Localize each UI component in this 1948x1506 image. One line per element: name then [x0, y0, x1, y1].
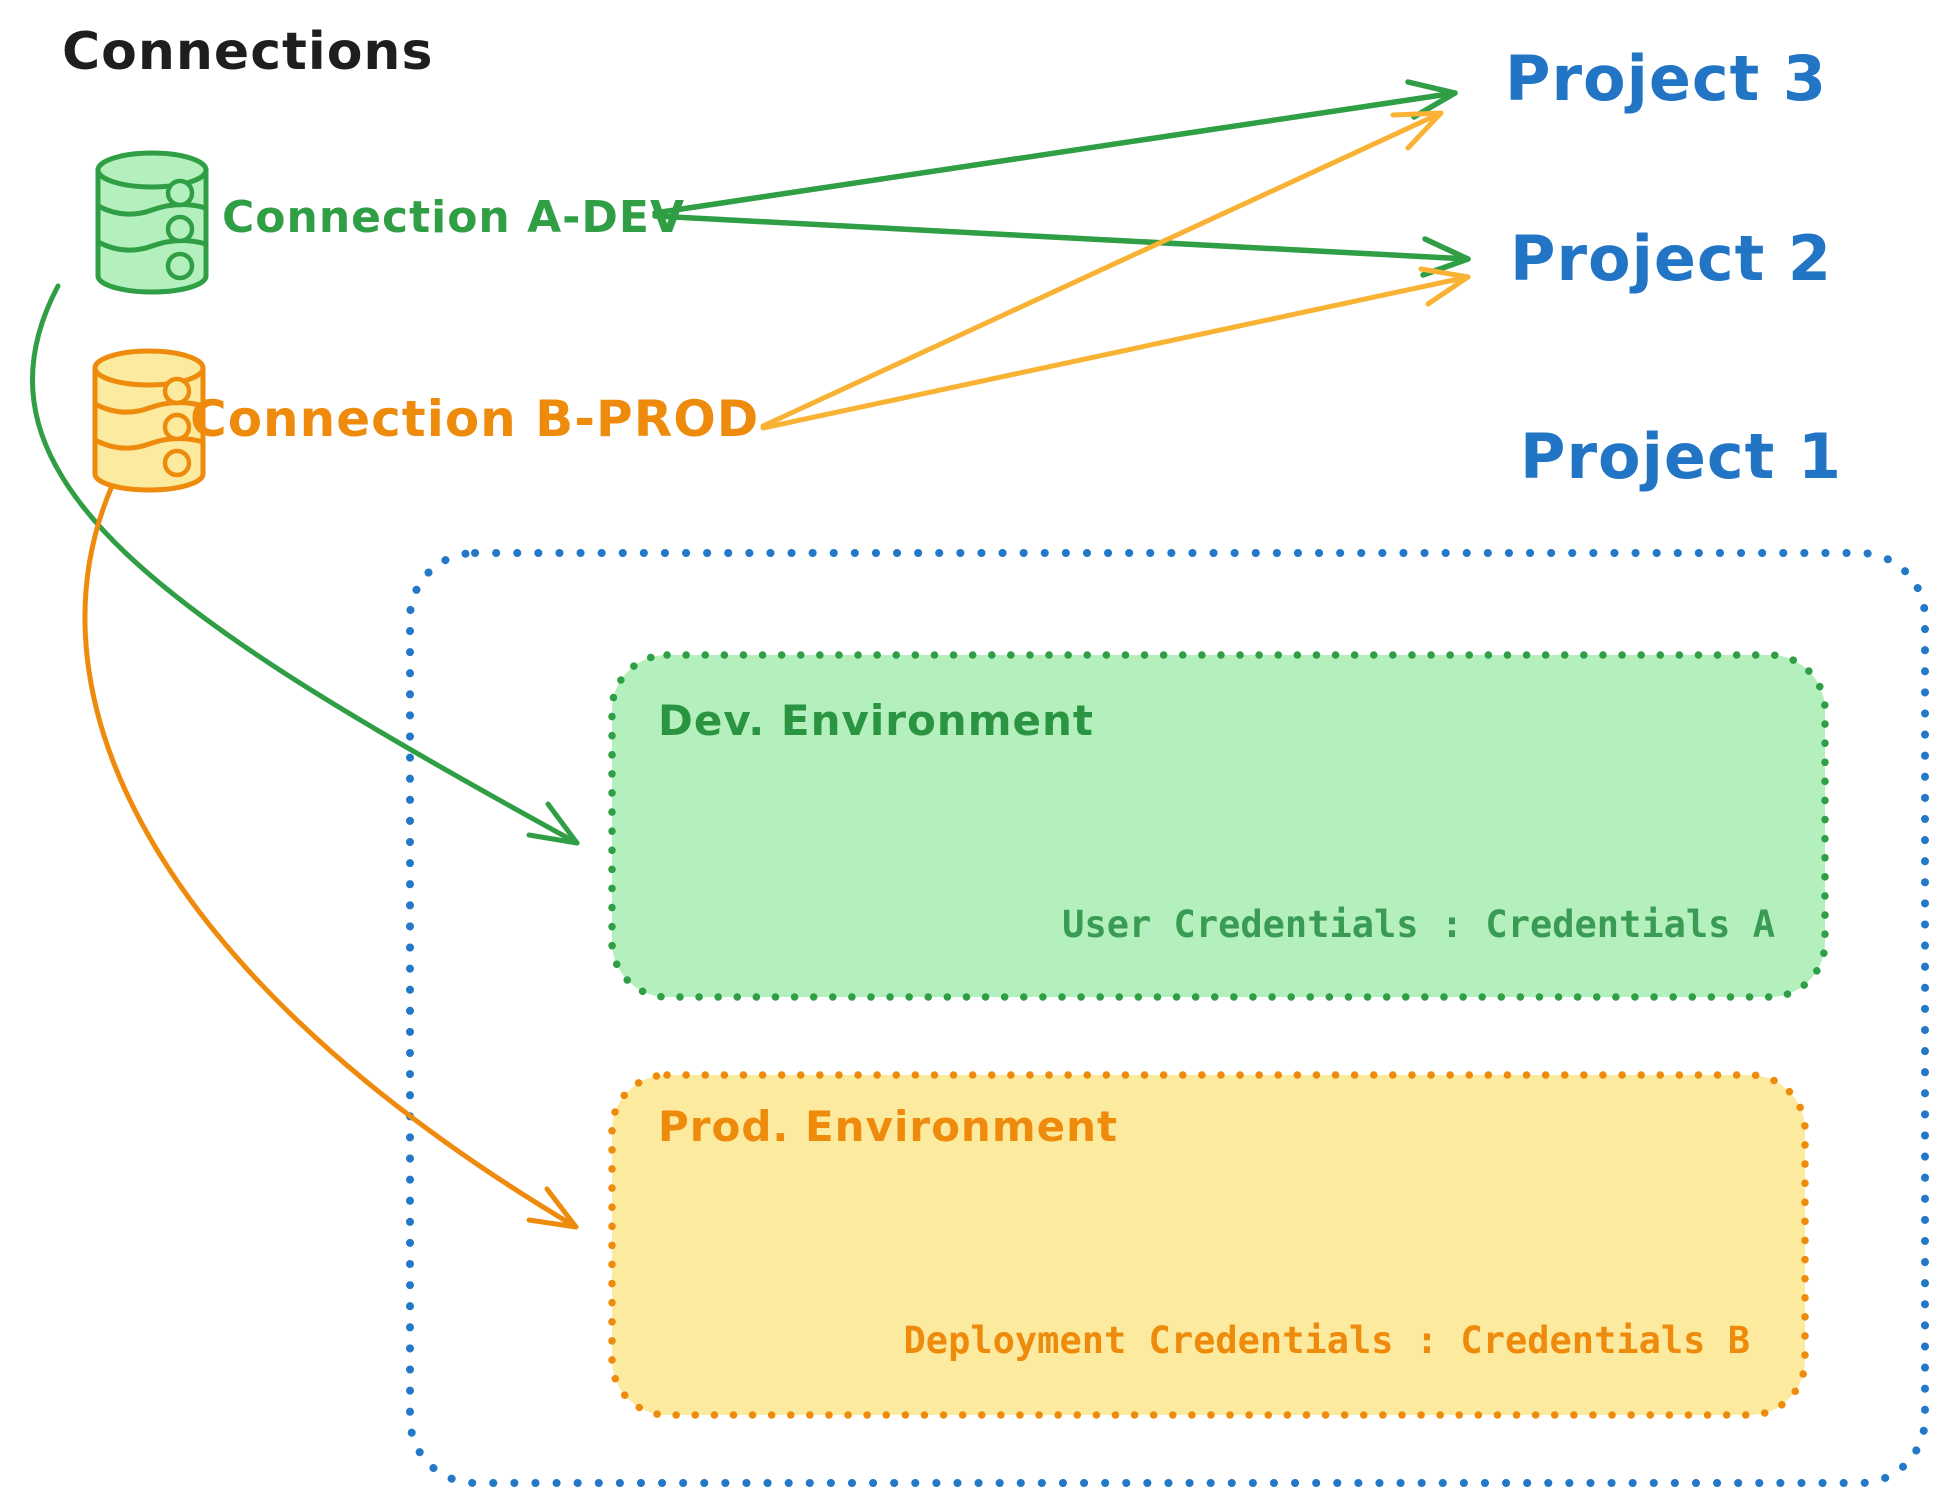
dev-environment-title: Dev. Environment [658, 696, 1094, 745]
arrow-b-prod-to-prod-environment [82, 483, 579, 1230]
project-1-label: Project 1 [1520, 420, 1843, 493]
connection-b-prod-label: Connection B-PROD [190, 390, 760, 448]
arrow-a-dev-to-project-3 [652, 79, 1458, 216]
project-3-label: Project 3 [1505, 42, 1828, 115]
project-2-label: Project 2 [1510, 222, 1833, 295]
arrow-a-dev-to-project-2 [652, 213, 1471, 278]
dev-credentials-text: User Credentials : Credentials A [1062, 903, 1775, 946]
arrow-a-dev-to-dev-environment [29, 283, 580, 846]
project-1-container-box [406, 549, 1929, 1487]
connection-a-dev-label: Connection A-DEV [222, 192, 686, 243]
prod-environment-box [608, 1071, 1809, 1419]
prod-environment-title: Prod. Environment [658, 1102, 1119, 1151]
database-icon-a-dev [95, 150, 209, 295]
dev-environment-box [608, 651, 1829, 1001]
arrow-b-prod-to-project-2 [760, 266, 1471, 431]
database-icon-b-prod [92, 348, 206, 493]
arrow-b-prod-to-project-3 [760, 110, 1444, 429]
prod-credentials-text: Deployment Credentials : Credentials B [903, 1319, 1750, 1362]
diagram-title: Connections [62, 22, 434, 82]
